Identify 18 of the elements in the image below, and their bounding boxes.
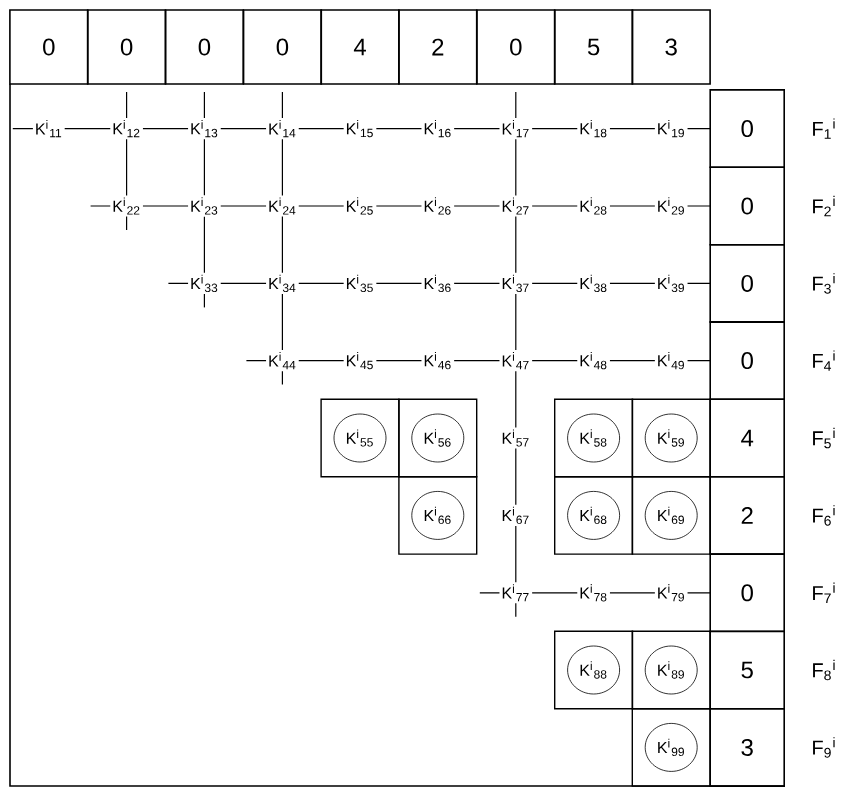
- table-cell: 0: [709, 243, 785, 323]
- table-cell: 5: [553, 9, 634, 85]
- table-cell: 0: [9, 9, 89, 85]
- table-cell: 0: [709, 321, 785, 401]
- table-cell: 5: [709, 630, 785, 710]
- table-cell: 4: [709, 398, 785, 478]
- table-cell: 0: [709, 89, 785, 169]
- table-cell: 2: [398, 9, 478, 85]
- table-cell: 0: [709, 166, 785, 246]
- table-cell: 0: [476, 9, 556, 85]
- table-cell: 0: [709, 553, 785, 633]
- table-cell: 3: [631, 9, 711, 85]
- table-cell: 0: [242, 9, 323, 85]
- table-cell: 3: [709, 707, 785, 787]
- table-cell: 0: [86, 9, 167, 85]
- table-cell: 2: [709, 475, 785, 555]
- table-cell: 4: [320, 9, 400, 85]
- table-cell: 0: [164, 9, 245, 85]
